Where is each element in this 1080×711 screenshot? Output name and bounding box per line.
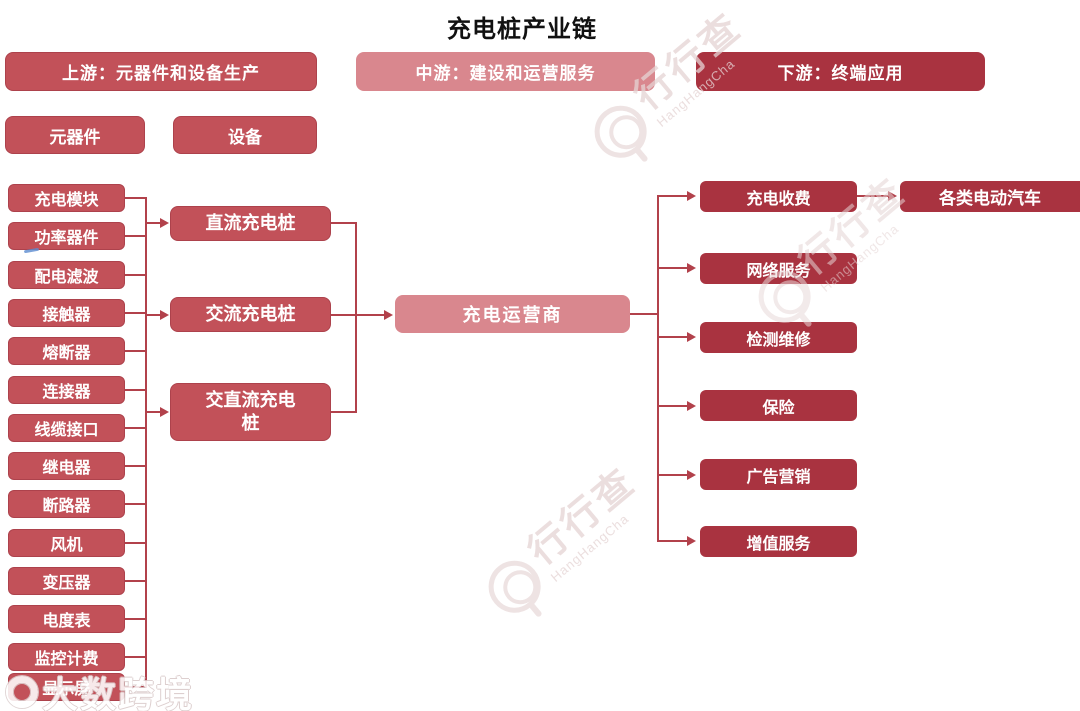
service-box-value-added: 增值服务: [700, 526, 857, 557]
connector-tick: [125, 350, 146, 352]
connector-tick: [125, 656, 146, 658]
component-box-transformer: 变压器: [8, 567, 125, 595]
service-box-network: 网络服务: [700, 253, 857, 284]
connector-line: [630, 313, 659, 315]
component-box-relay: 继电器: [8, 452, 125, 480]
component-box-electric-meter: 电度表: [8, 605, 125, 633]
hanghangcha-logo-icon: [584, 95, 658, 169]
watermark-text-cn: 行行查: [520, 460, 645, 574]
service-box-advertising: 广告营销: [700, 459, 857, 490]
category-box-equipment: 设备: [173, 116, 317, 154]
service-branch-line: [657, 195, 659, 542]
arrow-right-icon: [687, 536, 696, 546]
connector-line: [658, 405, 688, 407]
midstream-header: 中游：建设和运营服务: [356, 52, 655, 91]
arrow-right-icon: [687, 332, 696, 342]
connector-line: [146, 314, 160, 316]
arrow-right-icon: [687, 401, 696, 411]
connector-tick: [125, 618, 146, 620]
connector-line: [658, 474, 688, 476]
component-box-charging-module: 充电模块: [8, 184, 125, 212]
connector-line: [331, 222, 357, 224]
application-box-electric-vehicles: 各类电动汽车: [900, 181, 1080, 212]
component-box-contactor: 接触器: [8, 299, 125, 327]
component-box-display: 显示屏: [8, 673, 125, 701]
connector-line: [658, 540, 688, 542]
component-box-cable-interface: 线缆接口: [8, 414, 125, 442]
connector-tick: [125, 503, 146, 505]
connector-line: [331, 314, 384, 316]
connector-line: [146, 411, 160, 413]
connector-tick: [125, 427, 146, 429]
watermark-hanghangcha: 行行查 HangHangCha: [476, 460, 654, 624]
service-box-charging-fee: 充电收费: [700, 181, 857, 212]
connector-tick: [125, 197, 146, 199]
component-box-fan: 风机: [8, 529, 125, 557]
connector-line: [331, 411, 357, 413]
connector-tick: [125, 312, 146, 314]
component-box-circuit-breaker: 断路器: [8, 490, 125, 518]
hanghangcha-logo-icon: [478, 550, 552, 624]
component-bus-line: [145, 197, 147, 688]
arrow-right-icon: [384, 310, 393, 320]
connector-line: [658, 267, 688, 269]
component-box-power-device: 功率器件: [8, 222, 125, 250]
operator-box: 充电运营商: [395, 295, 630, 333]
connector-tick: [125, 465, 146, 467]
arrow-right-icon: [687, 470, 696, 480]
connector-line: [146, 222, 160, 224]
connector-line: [658, 195, 688, 197]
connector-tick: [125, 235, 146, 237]
connector-tick: [125, 274, 146, 276]
component-box-fuse: 熔断器: [8, 337, 125, 365]
charger-box-ac: 交流充电桩: [170, 297, 331, 332]
charger-box-ac-dc: 交直流充电桩: [170, 383, 331, 441]
watermark-text-en: HangHangCha: [547, 510, 632, 585]
category-box-components: 元器件: [5, 116, 145, 154]
connector-tick: [125, 542, 146, 544]
arrow-right-icon: [160, 310, 169, 320]
connector-line: [857, 195, 888, 197]
charger-box-dc: 直流充电桩: [170, 206, 331, 241]
component-box-connector: 连接器: [8, 376, 125, 404]
service-box-inspection-repair: 检测维修: [700, 322, 857, 353]
service-box-insurance: 保险: [700, 390, 857, 421]
connector-tick: [125, 389, 146, 391]
arrow-right-icon: [687, 191, 696, 201]
component-box-distribution-filter: 配电滤波: [8, 261, 125, 289]
arrow-right-icon: [160, 407, 169, 417]
connector-line: [658, 336, 688, 338]
arrow-right-icon: [888, 191, 897, 201]
connector-tick: [125, 686, 146, 688]
page-title: 充电桩产业链: [447, 16, 597, 43]
charger-merge-line: [355, 222, 357, 413]
upstream-header: 上游：元器件和设备生产: [5, 52, 317, 91]
component-box-monitoring-billing: 监控计费: [8, 643, 125, 671]
arrow-right-icon: [687, 263, 696, 273]
arrow-right-icon: [160, 218, 169, 228]
downstream-header: 下游：终端应用: [696, 52, 985, 91]
connector-tick: [125, 580, 146, 582]
